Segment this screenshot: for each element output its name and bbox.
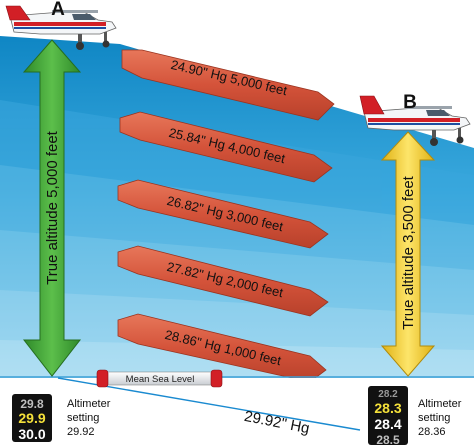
mean-sea-level-marker: Mean Sea Level — [96, 369, 223, 388]
pressure-band-2000: 27.82" Hg 2,000 feet — [117, 245, 329, 317]
altimeter-caption: Altimeter — [418, 398, 462, 410]
drum-digit: 29.8 — [20, 397, 44, 411]
drum-digit-selected: 28.3 — [374, 400, 401, 416]
altimeter-caption: setting — [418, 412, 450, 424]
altimeter-caption: setting — [67, 412, 99, 424]
airplane-b-label: B — [403, 92, 417, 113]
drum-digit: 30.0 — [18, 426, 45, 442]
true-altitude-label-b: True altitude 3,500 feet — [400, 175, 417, 330]
airplane-a-label: A — [51, 0, 65, 20]
drum-digit: 28.2 — [378, 389, 398, 400]
altimeter-right: 28.2 28.3 28.4 28.5 Altimeter setting 28… — [368, 386, 462, 445]
drum-digit: 28.5 — [376, 433, 400, 445]
true-altitude-arrow-b: True altitude 3,500 feet — [380, 131, 436, 377]
mean-sea-level-label: Mean Sea Level — [126, 374, 195, 385]
altimeter-setting-value: 29.92 — [67, 426, 95, 438]
drum-digit: 28.4 — [374, 416, 401, 432]
altimeter-left: 29.8 29.9 30.0 Altimeter setting 29.92 — [12, 394, 111, 442]
altimeter-caption: Altimeter — [67, 398, 111, 410]
airplane-a: A — [5, 0, 117, 50]
drum-digit-selected: 29.9 — [18, 410, 45, 426]
altimeter-setting-value: 28.36 — [418, 426, 446, 438]
true-altitude-label-a: True altitude 5,000 feet — [44, 130, 61, 285]
true-altitude-arrow-a: True altitude 5,000 feet — [22, 39, 82, 377]
airplane-b: B — [359, 92, 471, 146]
